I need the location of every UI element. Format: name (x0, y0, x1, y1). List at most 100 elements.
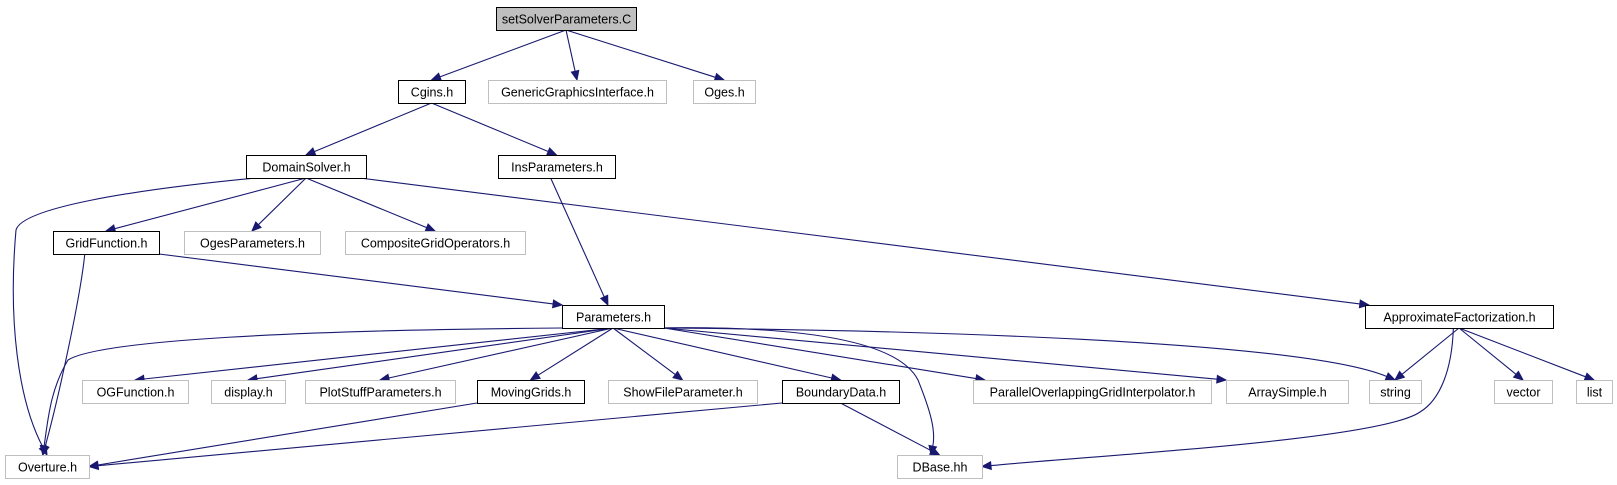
node-showfile: ShowFileParameter.h (608, 380, 758, 404)
arrowhead-icon (87, 461, 99, 471)
node-label: vector (1506, 386, 1540, 400)
node-ogfunction: OGFunction.h (82, 380, 189, 404)
node-box (496, 7, 637, 31)
node-box (184, 231, 321, 255)
node-string: string (1369, 380, 1422, 404)
node-box (498, 155, 616, 179)
node-gridfunction[interactable]: GridFunction.h (53, 231, 160, 255)
edge-gridfunction-to-overture (40, 253, 86, 457)
edge-approx-to-dbase (980, 327, 1454, 471)
node-label: string (1380, 386, 1411, 400)
node-label: setSolverParameters.C (502, 13, 631, 27)
node-box (693, 80, 756, 104)
node-label: CompositeGridOperators.h (361, 237, 510, 251)
arrowhead-icon (980, 461, 992, 471)
arrowhead-icon (529, 371, 541, 381)
edge-insparams-to-parameters (550, 177, 609, 307)
node-ggi: GenericGraphicsInterface.h (488, 80, 667, 104)
node-box (477, 380, 585, 404)
node-box (1226, 380, 1349, 404)
node-label: ApproximateFactorization.h (1383, 311, 1535, 325)
edge-cgins-to-insparams (431, 102, 558, 156)
arrowhead-icon (672, 370, 684, 381)
arrowhead-icon (1216, 374, 1228, 384)
edge-parameters-to-movinggrids (529, 327, 614, 381)
edge-approx-to-vector (1458, 327, 1524, 381)
arrowhead-icon (251, 221, 262, 232)
node-box (305, 380, 456, 404)
node-label: OGFunction.h (97, 386, 175, 400)
node-label: BoundaryData.h (796, 386, 886, 400)
arrowhead-icon (713, 72, 726, 82)
arrowhead-icon (1358, 299, 1371, 309)
node-label: display.h (224, 386, 272, 400)
node-label: DBase.hh (913, 461, 968, 475)
node-cgins[interactable]: Cgins.h (398, 80, 466, 104)
arrowhead-icon (1384, 372, 1397, 381)
arrowhead-icon (1394, 370, 1406, 381)
edge-domainsolver-to-gridfunction (104, 177, 307, 233)
node-label: ShowFileParameter.h (623, 386, 743, 400)
node-oges: Oges.h (693, 80, 756, 104)
node-label: DomainSolver.h (262, 161, 350, 175)
node-label: GridFunction.h (66, 237, 148, 251)
edge-parameters-to-plotstuff (378, 327, 614, 383)
node-label: OgesParameters.h (200, 237, 305, 251)
node-label: Cgins.h (411, 86, 453, 100)
node-overture: Overture.h (5, 455, 90, 479)
node-box (82, 380, 189, 404)
node-box (608, 380, 758, 404)
node-dbase: DBase.hh (897, 455, 983, 479)
node-box (211, 380, 286, 404)
node-box (1576, 380, 1613, 404)
edge-domainsolver-to-approx (359, 177, 1371, 309)
node-list: list (1576, 380, 1613, 404)
node-box (1494, 380, 1553, 404)
node-box (973, 380, 1212, 404)
node-label: Parameters.h (576, 311, 651, 325)
node-box (1365, 305, 1554, 329)
arrowhead-icon (1512, 370, 1524, 381)
edge-cgins-to-domainsolver (304, 102, 432, 156)
node-label: Oges.h (704, 86, 744, 100)
node-approx[interactable]: ApproximateFactorization.h (1365, 305, 1554, 329)
node-domainsolver[interactable]: DomainSolver.h (246, 155, 367, 179)
node-box (398, 80, 466, 104)
node-box (782, 380, 900, 404)
arrowhead-icon (304, 147, 317, 156)
node-movinggrids[interactable]: MovingGrids.h (477, 380, 585, 404)
arrowhead-icon (424, 223, 437, 232)
node-insparams[interactable]: InsParameters.h (498, 155, 616, 179)
edge-parameters-to-display (246, 327, 614, 384)
edge-gridfunction-to-parameters (158, 253, 564, 309)
node-root[interactable]: setSolverParameters.C (496, 7, 637, 31)
node-label: list (1587, 386, 1603, 400)
edge-parameters-to-arraysimple (663, 327, 1228, 384)
edge-domainsolver-to-cgo (305, 177, 437, 232)
edge-domainsolver-to-ogesparams (251, 177, 307, 232)
node-boundarydata[interactable]: BoundaryData.h (782, 380, 900, 404)
edge-approx-to-string (1394, 327, 1460, 381)
arrowhead-icon (39, 444, 49, 457)
node-label: PlotStuffParameters.h (319, 386, 441, 400)
edge-root-to-oges (565, 29, 726, 82)
node-box (345, 231, 526, 255)
node-arraysimple: ArraySimple.h (1226, 380, 1349, 404)
node-plotstuff: PlotStuffParameters.h (305, 380, 456, 404)
node-label: GenericGraphicsInterface.h (501, 86, 654, 100)
node-label: MovingGrids.h (491, 386, 572, 400)
node-box (53, 231, 160, 255)
edge-boundarydata-to-overture (87, 402, 783, 471)
node-box (246, 155, 367, 179)
edge-boundarydata-to-dbase (840, 402, 941, 456)
node-parameters[interactable]: Parameters.h (562, 305, 665, 329)
arrowhead-icon (928, 446, 941, 456)
edge-parameters-to-ogfunction (133, 327, 614, 384)
edge-approx-to-list (1458, 327, 1596, 381)
node-label: ParallelOverlappingGridInterpolator.h (990, 386, 1196, 400)
node-display: display.h (211, 380, 286, 404)
arrowhead-icon (570, 69, 580, 82)
edge-domainsolver-to-overture (12, 177, 256, 457)
node-box (488, 80, 667, 104)
